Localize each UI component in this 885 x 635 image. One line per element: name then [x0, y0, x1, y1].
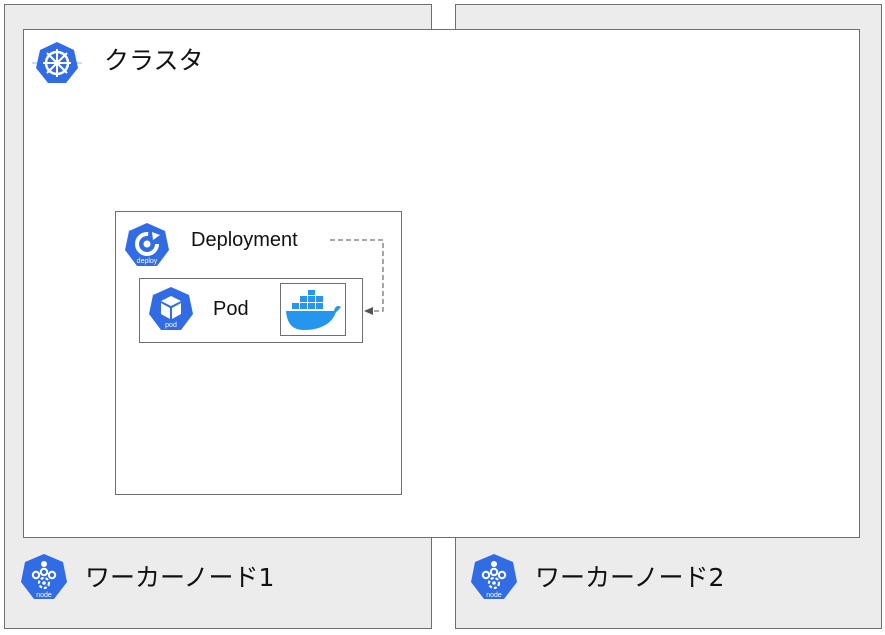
worker-node-1-label: ワーカーノード1 [85, 563, 275, 592]
kubernetes-helm-icon [32, 40, 82, 86]
node2-icon-caption: node [486, 592, 502, 599]
deployment-label: Deployment [191, 229, 298, 251]
worker-node-2-label: ワーカーノード2 [535, 563, 725, 592]
pod-icon-caption: pod [165, 322, 177, 329]
connector-arrowhead [364, 307, 373, 315]
node-icon: node [468, 553, 520, 603]
docker-whale-icon [284, 290, 342, 332]
node-icon: node [18, 553, 70, 603]
pod-icon: pod [146, 286, 196, 334]
node1-icon-caption: node [36, 592, 52, 599]
deployment-box [115, 211, 402, 495]
cluster-label: クラスタ [104, 46, 204, 75]
deploy-icon-caption: deploy [137, 258, 158, 265]
pod-label: Pod [213, 298, 249, 320]
deploy-icon: deploy [122, 222, 172, 270]
